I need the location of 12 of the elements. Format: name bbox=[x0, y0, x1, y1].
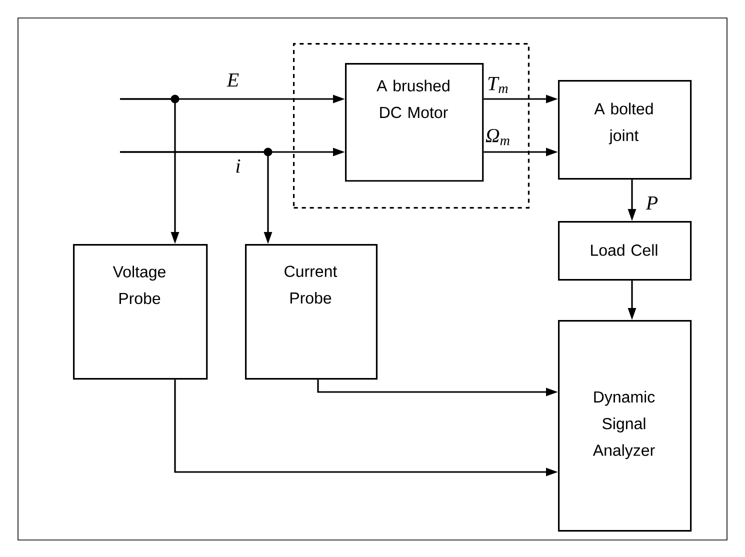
block-box: Dynamic Signal Analyzer bbox=[558, 320, 692, 532]
dashed-box bbox=[293, 43, 530, 209]
edge-label: E bbox=[226, 73, 239, 87]
block-box: A bolted joint bbox=[558, 80, 692, 180]
block-box: Voltage Probe bbox=[73, 244, 208, 380]
edge-label: T$_{m}$ bbox=[488, 77, 508, 93]
block-box: Load Cell bbox=[558, 221, 692, 281]
block-box: Current Probe bbox=[245, 244, 378, 380]
block-box: A brushed DC Motor bbox=[345, 63, 484, 182]
edge-label: Ω$_{m}$ bbox=[486, 128, 510, 146]
edge-label: i bbox=[236, 159, 240, 173]
edge-label: P bbox=[646, 196, 658, 210]
